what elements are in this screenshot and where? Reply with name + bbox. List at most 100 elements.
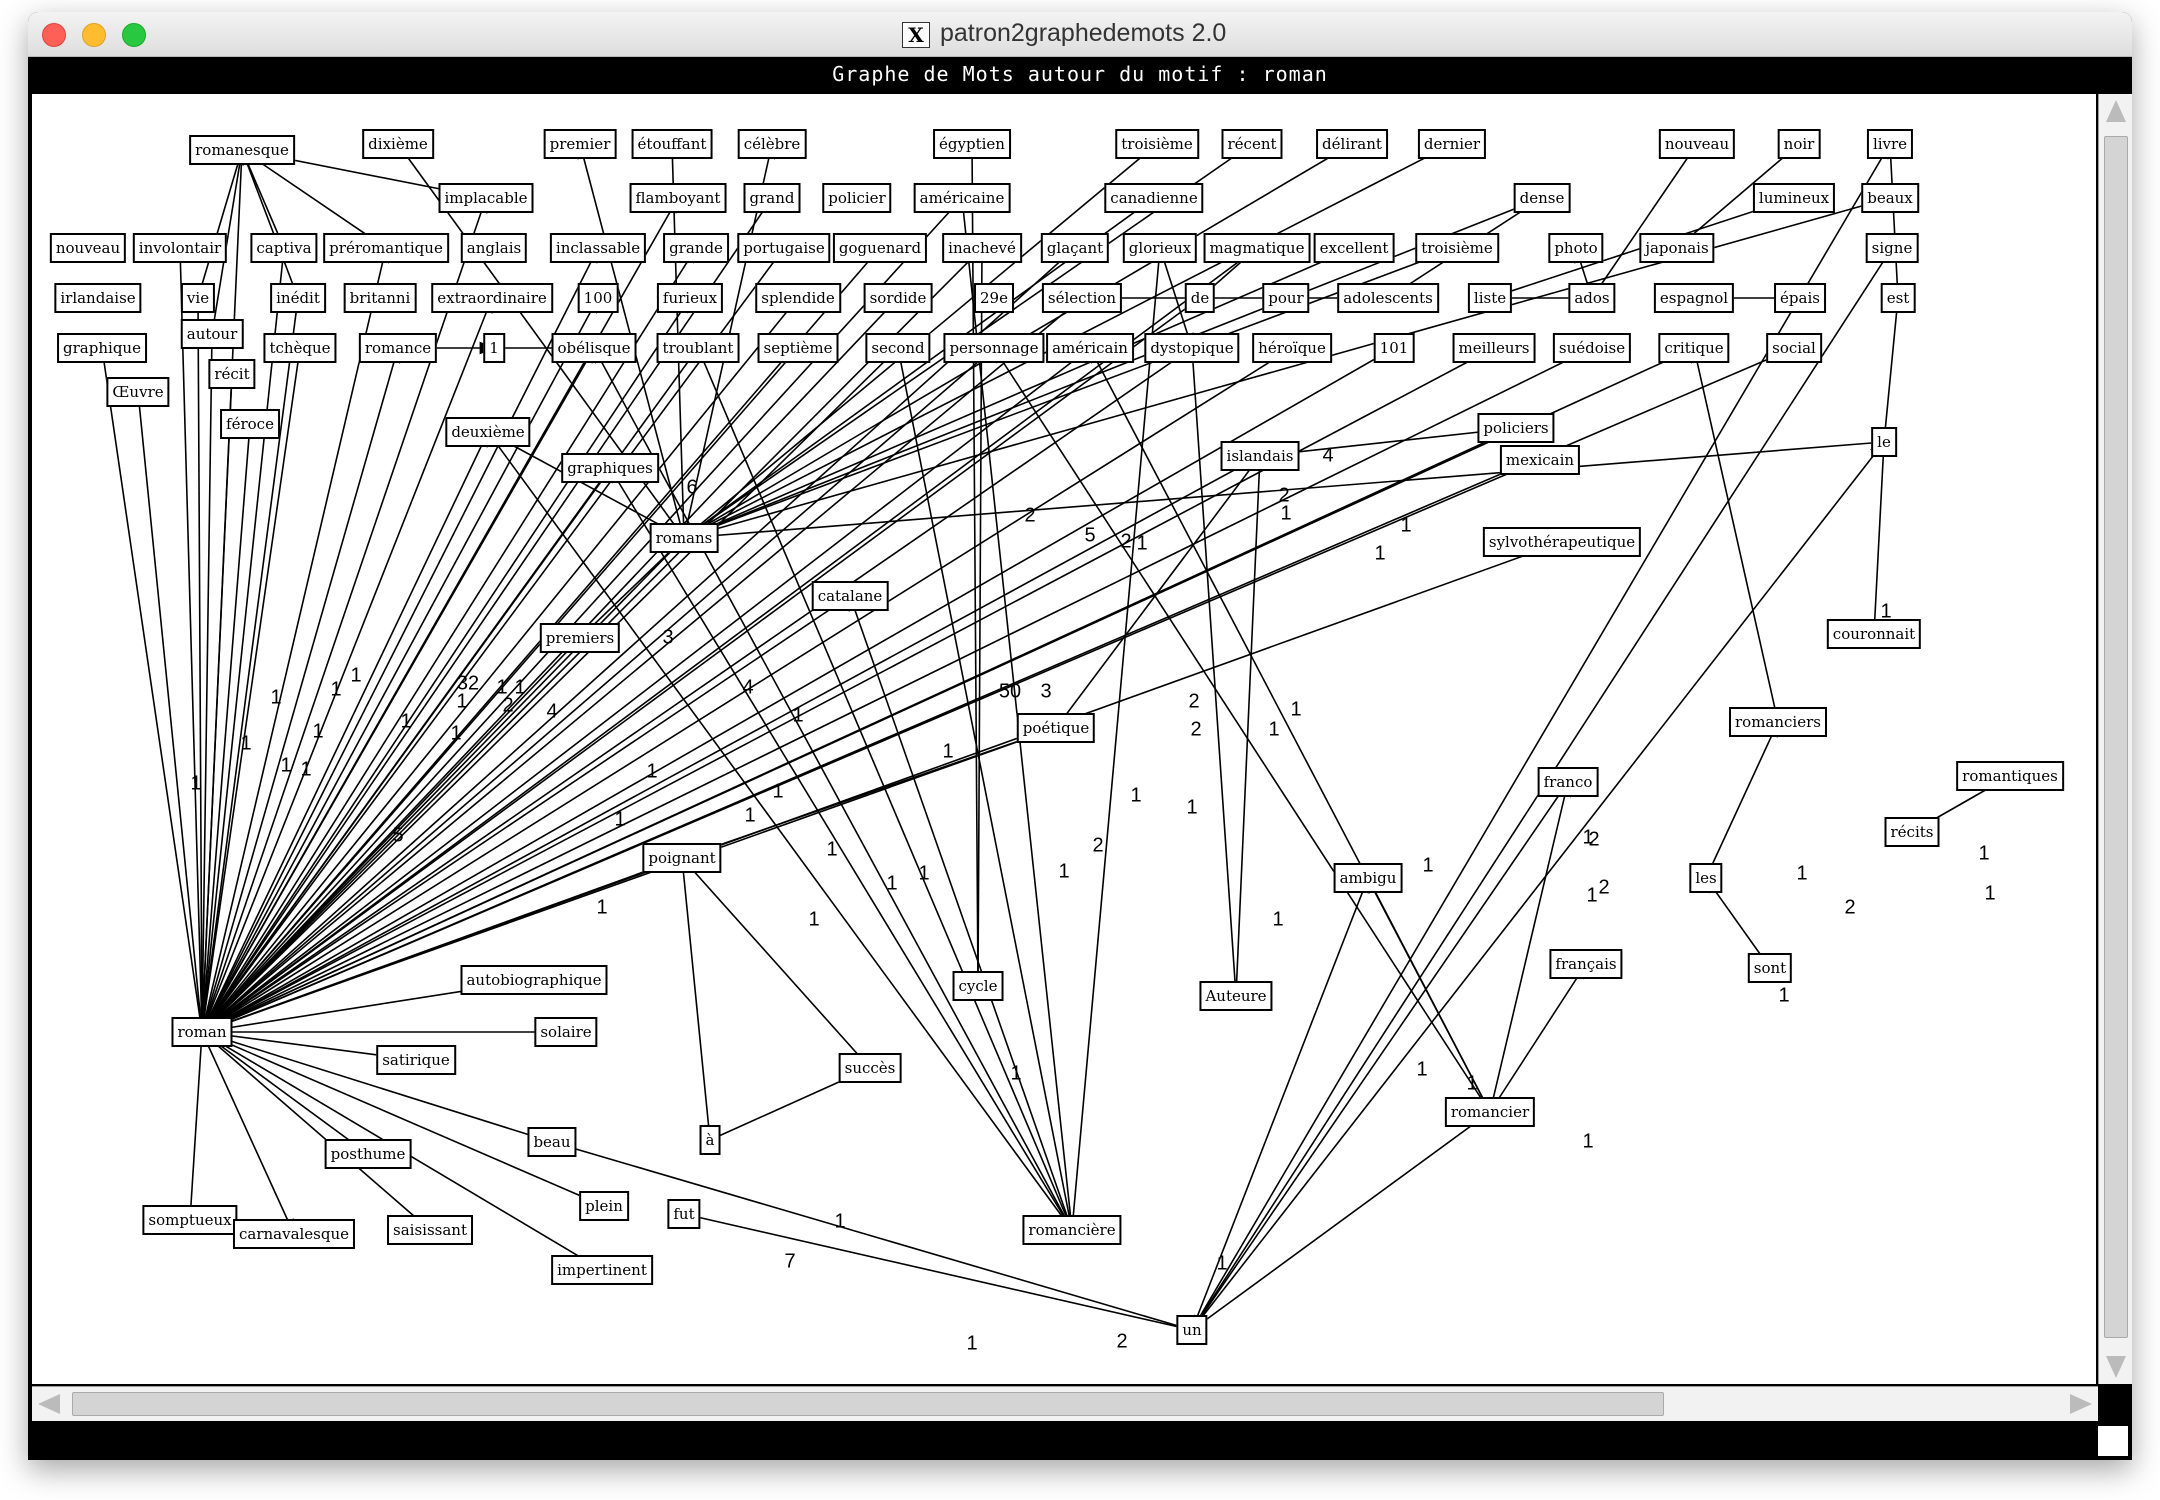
node-adolescents[interactable]: adolescents	[1337, 283, 1439, 313]
node-sylvotherapeutique[interactable]: sylvothérapeutique	[1482, 527, 1642, 557]
node-septieme[interactable]: septième	[757, 333, 839, 363]
node-carnavalesque[interactable]: carnavalesque	[232, 1219, 356, 1249]
node-epais[interactable]: épais	[1774, 283, 1826, 313]
node-plein[interactable]: plein	[579, 1191, 629, 1221]
node-a[interactable]: à	[699, 1125, 721, 1155]
node-noir[interactable]: noir	[1777, 129, 1821, 159]
node-ados[interactable]: ados	[1568, 283, 1616, 313]
node-sordide[interactable]: sordide	[863, 283, 933, 313]
node-implacable[interactable]: implacable	[438, 183, 534, 213]
node-romancier[interactable]: romancier	[1444, 1097, 1536, 1127]
node-est[interactable]: est	[1880, 283, 1916, 313]
node-deuxieme[interactable]: deuxième	[445, 417, 531, 447]
node-pour[interactable]: pour	[1262, 283, 1310, 313]
node-recit[interactable]: récit	[208, 359, 256, 389]
node-inacheve[interactable]: inachevé	[942, 233, 1022, 263]
node-grand[interactable]: grand	[743, 183, 801, 213]
node-goguenard[interactable]: goguenard	[832, 233, 928, 263]
node-nouveau2[interactable]: nouveau	[1658, 129, 1736, 159]
scroll-left-arrow-icon[interactable]	[38, 1394, 60, 1414]
node-preromantique[interactable]: préromantique	[323, 233, 449, 263]
node-romanesque[interactable]: romanesque	[189, 135, 295, 165]
node-captivant[interactable]: captiva	[250, 233, 318, 263]
node-dernier[interactable]: dernier	[1417, 129, 1487, 159]
node-feroce[interactable]: féroce	[220, 409, 280, 439]
node-troisieme[interactable]: troisième	[1115, 129, 1199, 159]
scroll-down-arrow-icon[interactable]	[2106, 1356, 2126, 1378]
node-somptueux[interactable]: somptueux	[142, 1205, 238, 1235]
node-critique[interactable]: critique	[1658, 333, 1730, 363]
node-couronnait[interactable]: couronnait	[1826, 619, 1922, 649]
node-saisissant[interactable]: saisissant	[387, 1215, 473, 1245]
node-second[interactable]: second	[865, 333, 931, 363]
node-dense[interactable]: dense	[1513, 183, 1571, 213]
node-troisieme2[interactable]: troisième	[1415, 233, 1499, 263]
node-etouffant[interactable]: étouffant	[631, 129, 713, 159]
node-troublant[interactable]: troublant	[656, 333, 740, 363]
node-de[interactable]: de	[1184, 283, 1216, 313]
node-glorieux[interactable]: glorieux	[1122, 233, 1198, 263]
node-romantiques[interactable]: romantiques	[1956, 761, 2064, 791]
node-americain[interactable]: américain	[1046, 333, 1134, 363]
node-posthume[interactable]: posthume	[324, 1139, 412, 1169]
close-button[interactable]	[42, 23, 66, 47]
node-signe[interactable]: signe	[1865, 233, 1919, 263]
node-graphique[interactable]: graphique	[57, 333, 147, 363]
node-inedit[interactable]: inédit	[270, 283, 326, 313]
node-poignant[interactable]: poignant	[642, 843, 722, 873]
node-excellent[interactable]: excellent	[1313, 233, 1395, 263]
node-le[interactable]: le	[1871, 427, 1897, 457]
node-flamboyant[interactable]: flamboyant	[629, 183, 727, 213]
node-dixieme[interactable]: dixième	[362, 129, 434, 159]
node-magmatique[interactable]: magmatique	[1203, 233, 1311, 263]
node-impertinent[interactable]: impertinent	[551, 1255, 653, 1285]
node-anglais[interactable]: anglais	[460, 233, 528, 263]
minimize-button[interactable]	[82, 23, 106, 47]
node-furieux[interactable]: furieux	[656, 283, 724, 313]
node-irlandaise[interactable]: irlandaise	[54, 283, 142, 313]
horizontal-scrollbar[interactable]	[32, 1386, 2098, 1421]
node-photo[interactable]: photo	[1548, 233, 1604, 263]
node-inclassable[interactable]: inclassable	[549, 233, 647, 263]
node-japonais[interactable]: japonais	[1639, 233, 1715, 263]
node-grande[interactable]: grande	[663, 233, 729, 263]
vertical-scroll-thumb[interactable]	[2104, 136, 2128, 1338]
node-policiers[interactable]: policiers	[1477, 413, 1555, 443]
node-glacant[interactable]: glaçant	[1040, 233, 1110, 263]
node-splendide[interactable]: splendide	[755, 283, 841, 313]
node-francais[interactable]: français	[1549, 949, 1623, 979]
node-graphiques[interactable]: graphiques	[561, 453, 659, 483]
node-policier[interactable]: policier	[822, 183, 892, 213]
node-recent[interactable]: récent	[1221, 129, 1283, 159]
node-solaire[interactable]: solaire	[534, 1017, 598, 1047]
node-britannique[interactable]: britanni	[343, 283, 417, 313]
node-sont[interactable]: sont	[1747, 953, 1793, 983]
node-fut[interactable]: fut	[667, 1199, 701, 1229]
zoom-button[interactable]	[122, 23, 146, 47]
node-n1[interactable]: 1	[483, 333, 505, 363]
node-n101[interactable]: 101	[1373, 333, 1415, 363]
scroll-right-arrow-icon[interactable]	[2070, 1394, 2092, 1414]
node-personnage[interactable]: personnage	[943, 333, 1045, 363]
node-catalane[interactable]: catalane	[811, 581, 889, 611]
node-n29e[interactable]: 29e	[974, 283, 1014, 313]
node-un[interactable]: un	[1176, 1315, 1208, 1345]
title-bar[interactable]: X patron2graphedemots 2.0	[28, 12, 2132, 57]
horizontal-scroll-thumb[interactable]	[72, 1392, 1664, 1416]
node-involontaire[interactable]: involontair	[132, 233, 228, 263]
node-heroique[interactable]: héroïque	[1252, 333, 1332, 363]
node-delirant[interactable]: délirant	[1316, 129, 1388, 159]
node-autour[interactable]: autour	[180, 319, 244, 349]
node-les[interactable]: les	[1689, 863, 1723, 893]
node-extraordinaire[interactable]: extraordinaire	[431, 283, 553, 313]
node-livre[interactable]: livre	[1866, 129, 1914, 159]
node-romans[interactable]: romans	[649, 523, 719, 553]
node-recits[interactable]: récits	[1884, 817, 1940, 847]
node-obelisque[interactable]: obélisque	[551, 333, 637, 363]
node-romance[interactable]: romance	[358, 333, 438, 363]
node-vie[interactable]: vie	[180, 283, 216, 313]
node-romanciers[interactable]: romanciers	[1729, 707, 1827, 737]
resize-grip-icon[interactable]	[2098, 1426, 2128, 1456]
node-satirique[interactable]: satirique	[376, 1045, 456, 1075]
